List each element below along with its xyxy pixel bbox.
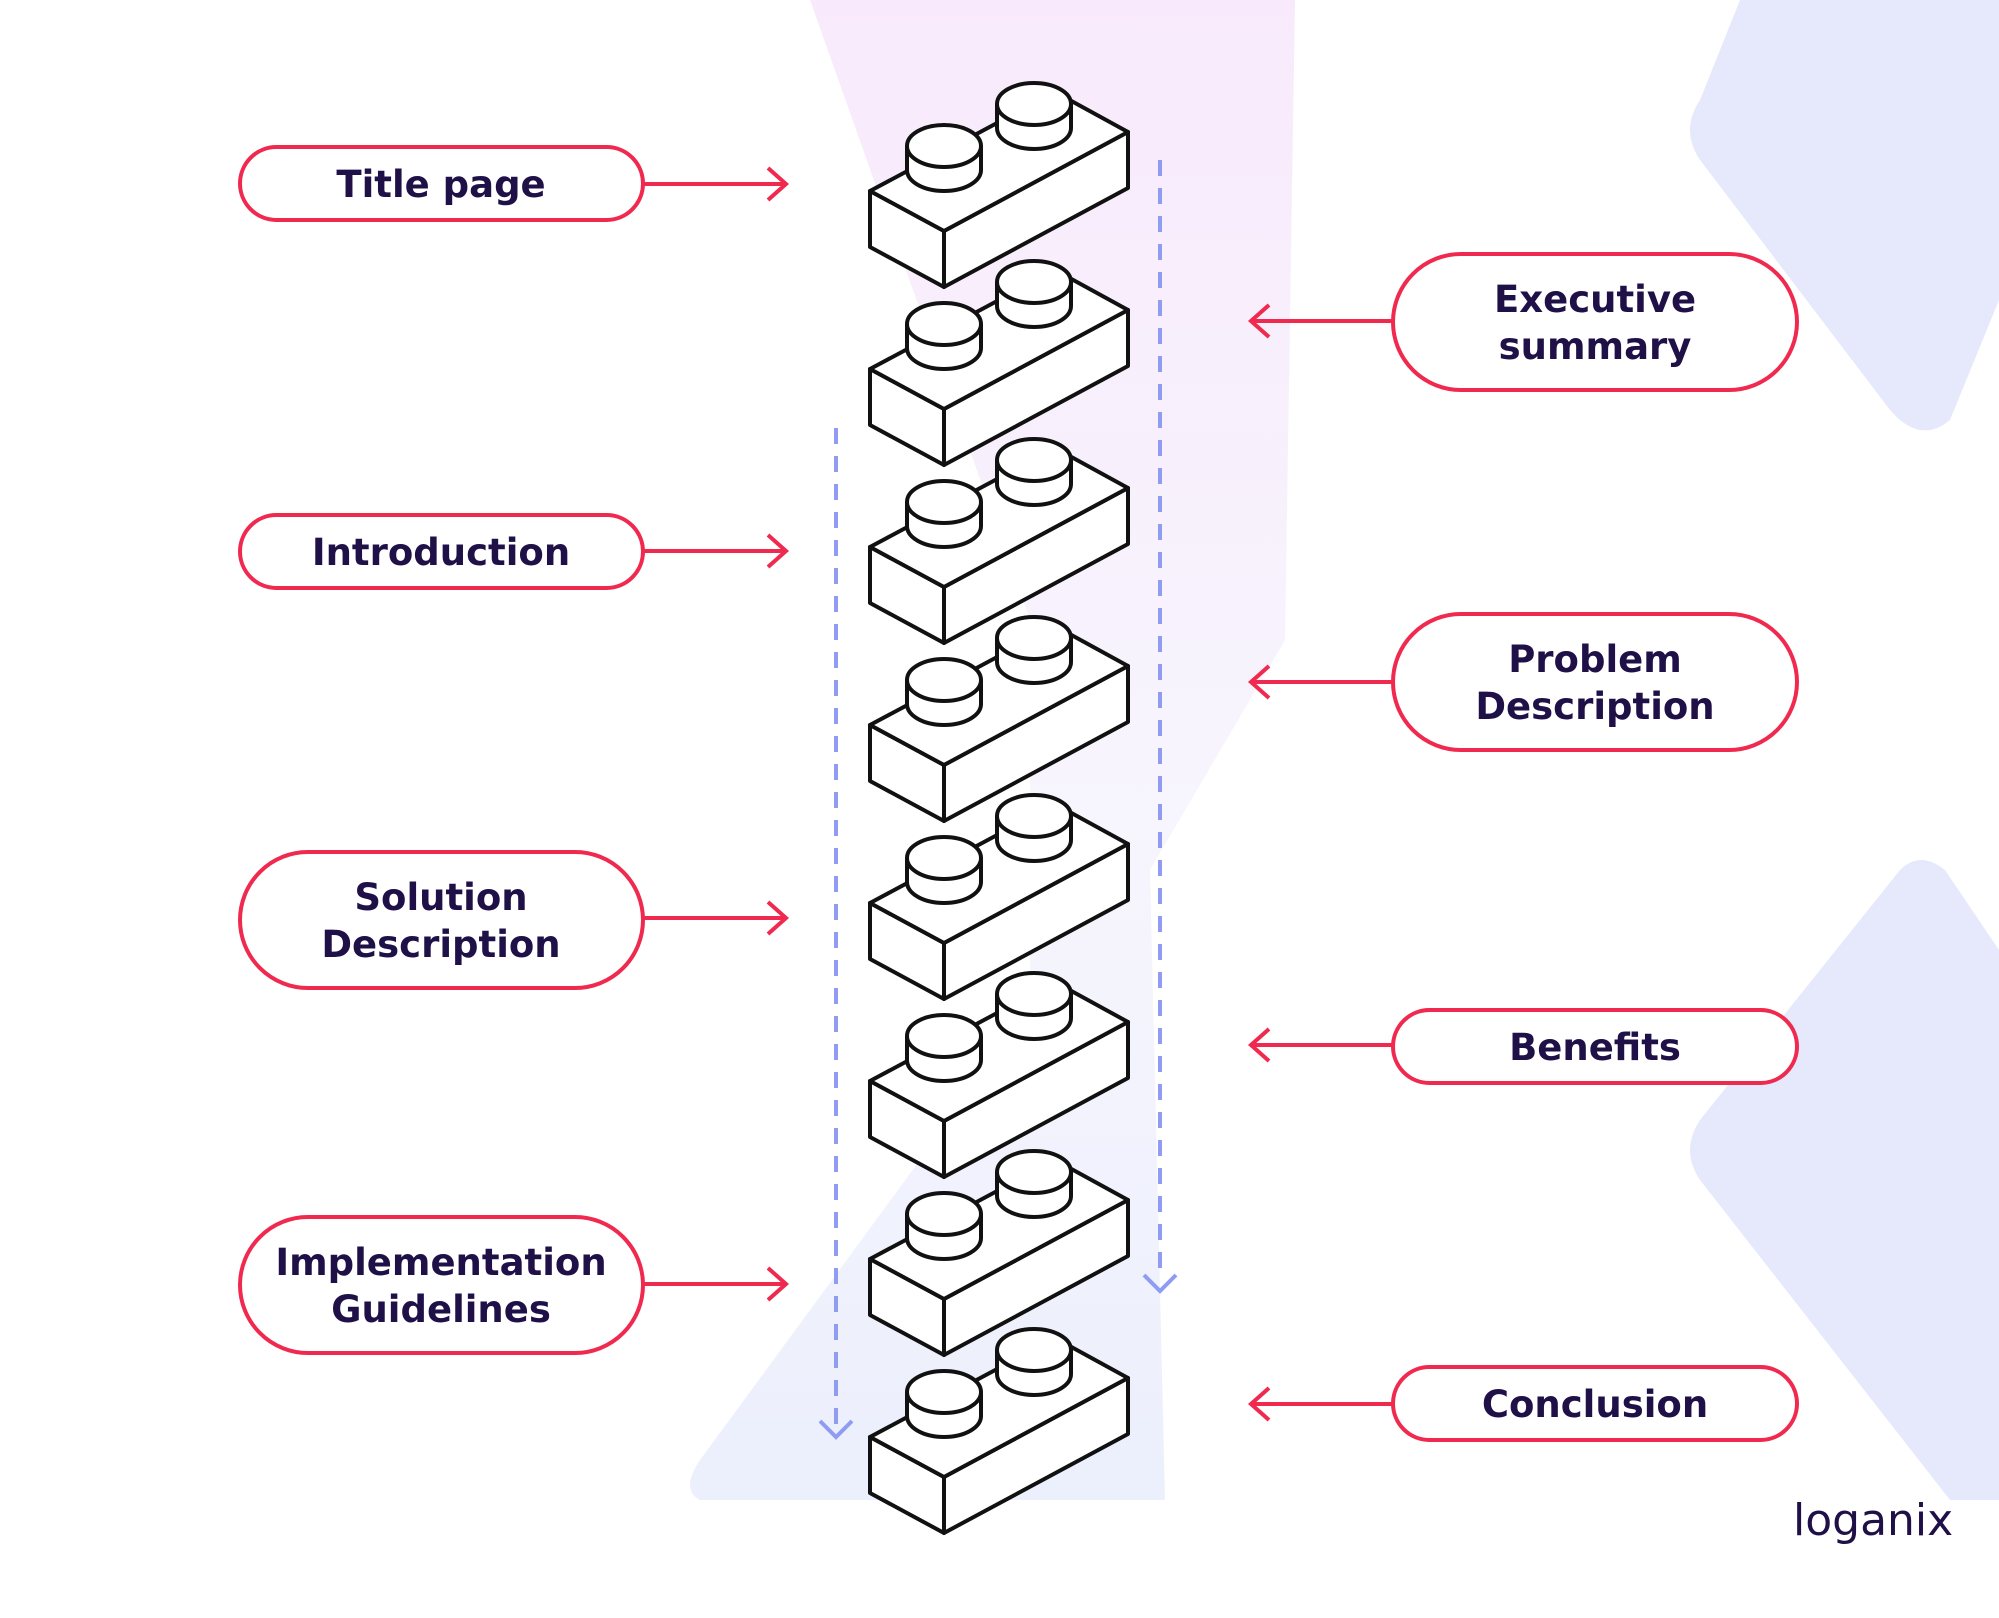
label-text-line-2: Description [321,923,560,966]
background-decoration [690,0,1999,1500]
lego-stud [995,971,1073,1041]
left-label-introduction: Introduction [238,513,790,590]
lego-stud [905,1369,983,1439]
lego-stud [905,123,983,193]
left-label-solution-description: Solution Description [238,850,790,990]
label-text-line-1: Solution [354,876,527,919]
lego-brick [868,615,1130,823]
lego-stud [905,479,983,549]
background-diamond-top-right [1690,0,1999,431]
lego-stud [995,615,1073,685]
lego-stud [995,81,1073,151]
arrow-head-icon [766,1266,790,1302]
brick-stack [868,81,1130,1535]
reading-flow-right-dashed-arrow [1142,160,1178,1294]
label-pill [1391,252,1799,392]
label-text-line-2: summary [1499,325,1692,368]
label-text-line-1: Implementation [275,1241,606,1284]
arrow-head-icon [766,166,790,202]
lego-stud [905,657,983,727]
lego-stud [905,835,983,905]
background-diamond-bottom-right [1690,860,1999,1500]
right-label-conclusion: Conclusion [1247,1365,1799,1442]
lego-brick [868,1327,1130,1535]
lego-brick [868,437,1130,645]
background-chevron-shape [690,0,1295,1500]
label-text-line-1: Executive [1494,278,1696,321]
arrow-head-icon [766,533,790,569]
lego-stud [995,793,1073,863]
arrow-head-icon [1247,664,1271,700]
label-text: Introduction [312,531,570,574]
right-label-problem-description: Problem Description [1247,612,1799,752]
label-text: Benefits [1509,1026,1681,1069]
lego-brick [868,793,1130,1001]
arrow-head-icon [1247,1386,1271,1422]
reading-flow-left-dashed-arrow [818,428,854,1440]
label-pill [238,850,645,990]
label-pill [238,1215,645,1355]
arrow-head-icon [1247,1027,1271,1063]
label-text-line-2: Description [1475,685,1714,728]
left-label-implementation-guidelines: Implementation Guidelines [238,1215,790,1355]
lego-stud [905,1191,983,1261]
lego-stud [905,301,983,371]
lego-brick [868,259,1130,467]
label-text-line-2: Guidelines [331,1288,551,1331]
loganix-logo: loganix [1793,1495,1953,1546]
lego-brick [868,81,1130,289]
lego-brick [868,971,1130,1179]
lego-stud [995,259,1073,329]
lego-stud [905,1013,983,1083]
arrow-head-icon [766,900,790,936]
label-text-line-1: Problem [1508,638,1682,681]
label-text: Title page [336,163,545,206]
arrow-head-icon [1247,303,1271,339]
label-text: Conclusion [1482,1383,1708,1426]
lego-stud [995,437,1073,507]
right-label-benefits: Benefits [1247,1008,1799,1085]
label-pill [1391,612,1799,752]
lego-brick [868,1149,1130,1357]
left-label-title-page: Title page [238,145,790,222]
lego-stud [995,1149,1073,1219]
lego-stud [995,1327,1073,1397]
right-label-executive-summary: Executive summary [1247,252,1799,392]
